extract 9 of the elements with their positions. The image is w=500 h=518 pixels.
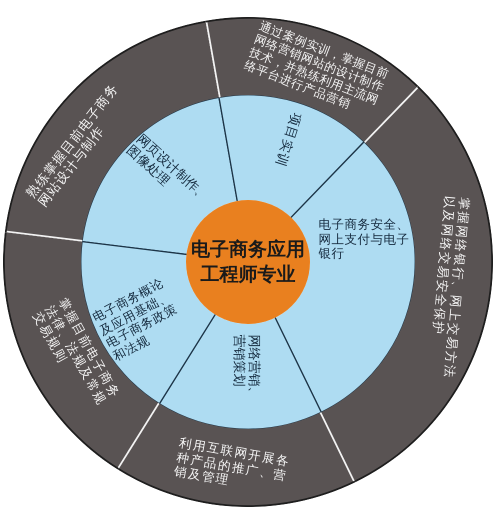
segment-label: 电子商务安全、网上支付与电子银行 bbox=[318, 217, 410, 261]
segment-description: 利用互联网开展各种产品的推广、营销及管理 bbox=[172, 435, 292, 490]
center-title: 电子商务应用工程师专业 bbox=[190, 237, 306, 287]
segment-label: 项目实训 bbox=[270, 110, 304, 171]
segment-description: 熟练掌握目前电子商务网站设计与制作 bbox=[24, 80, 124, 210]
segment-description: 掌握网络银行、网上交易方法以及网络交易安全保护 bbox=[430, 196, 472, 382]
segment-label: 网络营销、营销策划 bbox=[231, 334, 262, 402]
segment-description: 通过案例实训，掌握目前网络营销网站的设计制作技术，并熟练利用主流网络平台进行产品营销 bbox=[242, 19, 392, 112]
segment-label: 网页设计制作、图像处理 bbox=[124, 132, 212, 206]
